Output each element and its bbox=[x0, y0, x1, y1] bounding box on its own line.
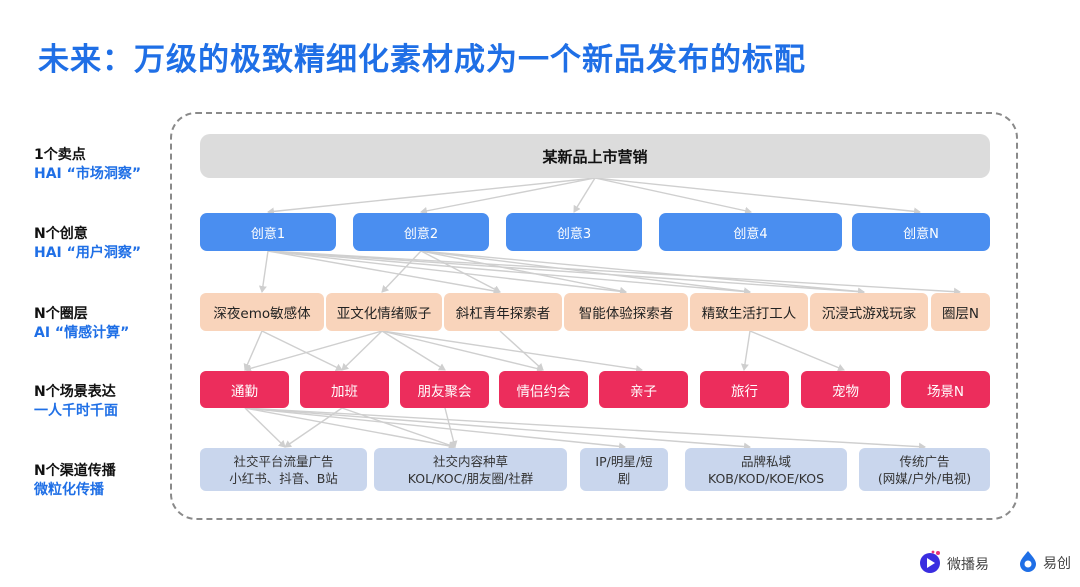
connector-scene-channel bbox=[244, 407, 456, 450]
connector-circle-scene bbox=[740, 330, 751, 371]
channel-line1: IP/明星/短 bbox=[595, 453, 653, 469]
connector-circle-scene bbox=[244, 330, 383, 373]
droplet-logo-icon bbox=[1018, 550, 1038, 576]
row-label-circles: N个圈层 AI “情感计算” bbox=[34, 305, 129, 343]
circle-node: 圈层N bbox=[931, 293, 990, 331]
scene-node: 情侣约会 bbox=[499, 371, 588, 408]
channel-line2: 剧 bbox=[617, 470, 631, 486]
logo-label: 微播易 bbox=[947, 557, 989, 573]
connector-idea-circle bbox=[267, 250, 501, 295]
diagram-frame bbox=[170, 112, 1018, 520]
idea-node: 创意2 bbox=[353, 213, 489, 251]
channel-line2: (网媒/户外/电视) bbox=[877, 470, 972, 486]
circle-node: 沉浸式游戏玩家 bbox=[810, 293, 928, 331]
circle-node: 深夜emo敏感体 bbox=[200, 293, 324, 331]
channel-line1: 社交平台流量广告 bbox=[233, 453, 334, 469]
channel-node: 社交平台流量广告 小红书、抖音、B站 bbox=[200, 448, 367, 491]
play-logo-icon bbox=[918, 550, 942, 578]
idea-node: 创意1 bbox=[200, 213, 336, 251]
row-label-line2: HAI “市场洞察” bbox=[34, 166, 142, 182]
connector-circle-scene bbox=[749, 330, 845, 372]
connector-scene-channel bbox=[244, 407, 626, 451]
channel-line1: 传统广告 bbox=[899, 453, 950, 469]
row-label-channels: N个渠道传播 微粒化传播 bbox=[34, 462, 116, 500]
channel-node: 传统广告 (网媒/户外/电视) bbox=[859, 448, 990, 491]
connector-circle-scene bbox=[261, 330, 343, 371]
logo-weiboyi: 微播易 bbox=[918, 550, 989, 578]
connector-idea-circle bbox=[420, 250, 627, 295]
connector-circle-scene bbox=[381, 330, 643, 374]
row-label-line2: HAI “用户洞察” bbox=[34, 245, 142, 261]
idea-node: 创意4 bbox=[659, 213, 842, 251]
circle-node: 亚文化情绪贩子 bbox=[326, 293, 442, 331]
row-label-line1: N个渠道传播 bbox=[34, 463, 116, 479]
channel-node: 社交内容种草 KOL/KOC/朋友圈/社群 bbox=[374, 448, 567, 491]
scene-node: 亲子 bbox=[599, 371, 688, 408]
row-label-ideas: N个创意 HAI “用户洞察” bbox=[34, 225, 141, 263]
scene-node: 旅行 bbox=[700, 371, 789, 408]
connector-idea-circle bbox=[381, 250, 422, 293]
connector-scene-channel bbox=[244, 407, 286, 448]
connector-idea-circle bbox=[267, 250, 865, 296]
connector-scene-channel bbox=[244, 407, 751, 451]
connector-top-idea4 bbox=[594, 177, 752, 215]
row-label-line1: N个圈层 bbox=[34, 306, 88, 322]
connector-top-idea1 bbox=[267, 177, 596, 216]
connector-scene-channel bbox=[341, 407, 456, 449]
circle-node: 斜杠青年探索者 bbox=[444, 293, 562, 331]
connector-circle-scene bbox=[381, 330, 446, 371]
connector-circle-scene bbox=[341, 330, 383, 371]
connector-top-idea2 bbox=[420, 177, 596, 215]
scene-node: 场景N bbox=[901, 371, 990, 408]
scene-node: 通勤 bbox=[200, 371, 289, 408]
row-label-line2: 微粒化传播 bbox=[34, 482, 104, 498]
connector-scene-channel bbox=[244, 407, 926, 451]
connector-idea-circle bbox=[267, 250, 751, 296]
channel-line1: 品牌私域 bbox=[740, 453, 791, 469]
connector-top-idean bbox=[594, 177, 921, 216]
circle-node: 智能体验探索者 bbox=[564, 293, 688, 331]
top-node-new-product: 某新品上市营销 bbox=[200, 134, 990, 178]
scene-node: 宠物 bbox=[801, 371, 890, 408]
connector-idea-circle bbox=[258, 250, 269, 293]
channel-line2: KOB/KOD/KOE/KOS bbox=[707, 470, 825, 486]
row-label-line1: 1个卖点 bbox=[34, 147, 86, 163]
channel-line2: KOL/KOC/朋友圈/社群 bbox=[407, 470, 534, 486]
scene-node: 朋友聚会 bbox=[400, 371, 489, 408]
channel-node: 品牌私域 KOB/KOD/KOE/KOS bbox=[685, 448, 847, 491]
connector-idea-circle bbox=[420, 250, 751, 296]
row-label-line2: AI “情感计算” bbox=[34, 325, 130, 341]
channel-line1: 社交内容种草 bbox=[432, 453, 508, 469]
logo-yichuang: 易创 bbox=[1018, 550, 1071, 576]
row-label-selling-point: 1个卖点 HAI “市场洞察” bbox=[34, 146, 141, 184]
idea-node: 创意3 bbox=[506, 213, 642, 251]
connector-idea-circle bbox=[267, 250, 627, 296]
channel-node: IP/明星/短 剧 bbox=[580, 448, 668, 491]
row-label-scenes: N个场景表达 一人千时千面 bbox=[34, 383, 118, 421]
scene-node: 加班 bbox=[300, 371, 389, 408]
channel-line2: 小红书、抖音、B站 bbox=[229, 470, 338, 486]
row-label-line1: N个场景表达 bbox=[34, 384, 116, 400]
idea-node: 创意N bbox=[852, 213, 990, 251]
connector-circle-scene bbox=[381, 330, 544, 373]
connector-circle-scene bbox=[499, 330, 544, 371]
connector-scene-channel bbox=[444, 407, 458, 448]
row-label-line1: N个创意 bbox=[34, 226, 88, 242]
row-label-line2: 一人千时千面 bbox=[34, 403, 118, 419]
connector-idea-circle bbox=[420, 250, 865, 296]
circle-node: 精致生活打工人 bbox=[690, 293, 808, 331]
connector-idea-circle bbox=[267, 250, 961, 296]
logo-label: 易创 bbox=[1043, 556, 1071, 572]
page-title: 未来：万级的极致精细化素材成为一个新品发布的标配 bbox=[38, 42, 806, 78]
connector-idea-circle bbox=[420, 250, 501, 293]
connector-scene-channel bbox=[284, 407, 343, 448]
connector-circle-scene bbox=[243, 330, 263, 371]
connector-top-idea3 bbox=[573, 177, 596, 213]
